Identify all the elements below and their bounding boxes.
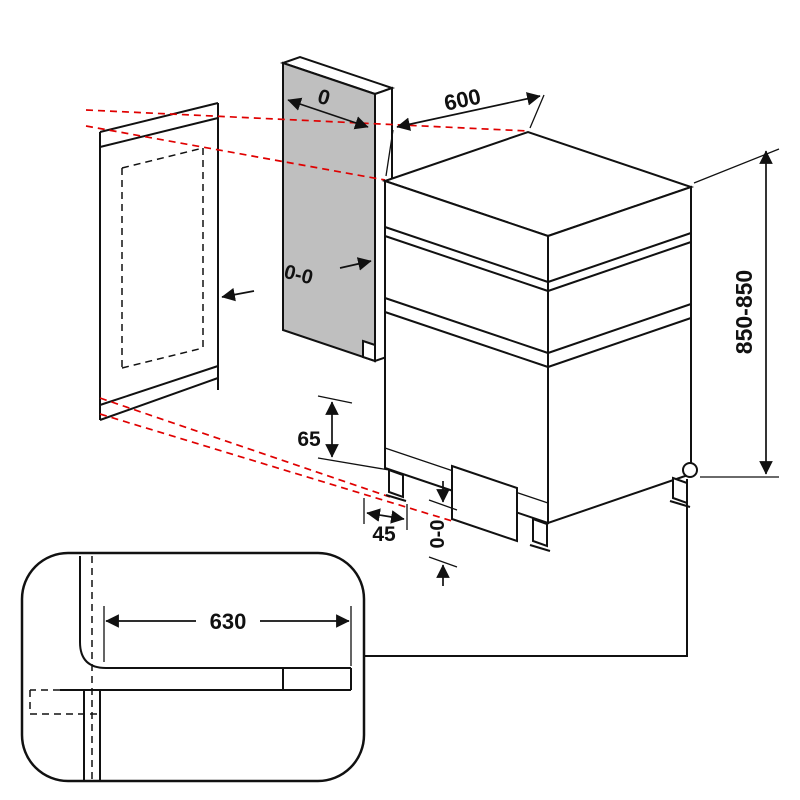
panel-notch [362, 339, 376, 363]
detail-connector [364, 462, 698, 657]
spacer-panel [279, 55, 396, 363]
detail-inset: 630 [20, 551, 366, 783]
dishwasher-drawing [381, 130, 695, 552]
dim-label-foot-height: 65 [297, 428, 321, 451]
dim-label-top-depth: 600 [442, 84, 483, 116]
dim-label-detail-depth: 630 [210, 609, 247, 634]
panel-front-face [282, 61, 376, 363]
detail-marker-circle [682, 462, 698, 478]
dim-label-foot-width: 45 [372, 523, 396, 546]
dim-label-base-clearance: 0-0 [427, 520, 449, 549]
cabinet-drawing [99, 102, 219, 421]
dim-label-overall-height: 850-850 [731, 270, 757, 354]
dimension-annotations: 0 600 0-0 65 45 0-0 850-850 [221, 84, 780, 586]
kick-plate [451, 464, 518, 543]
feet [385, 468, 691, 552]
dishwasher-side-face [547, 185, 692, 525]
